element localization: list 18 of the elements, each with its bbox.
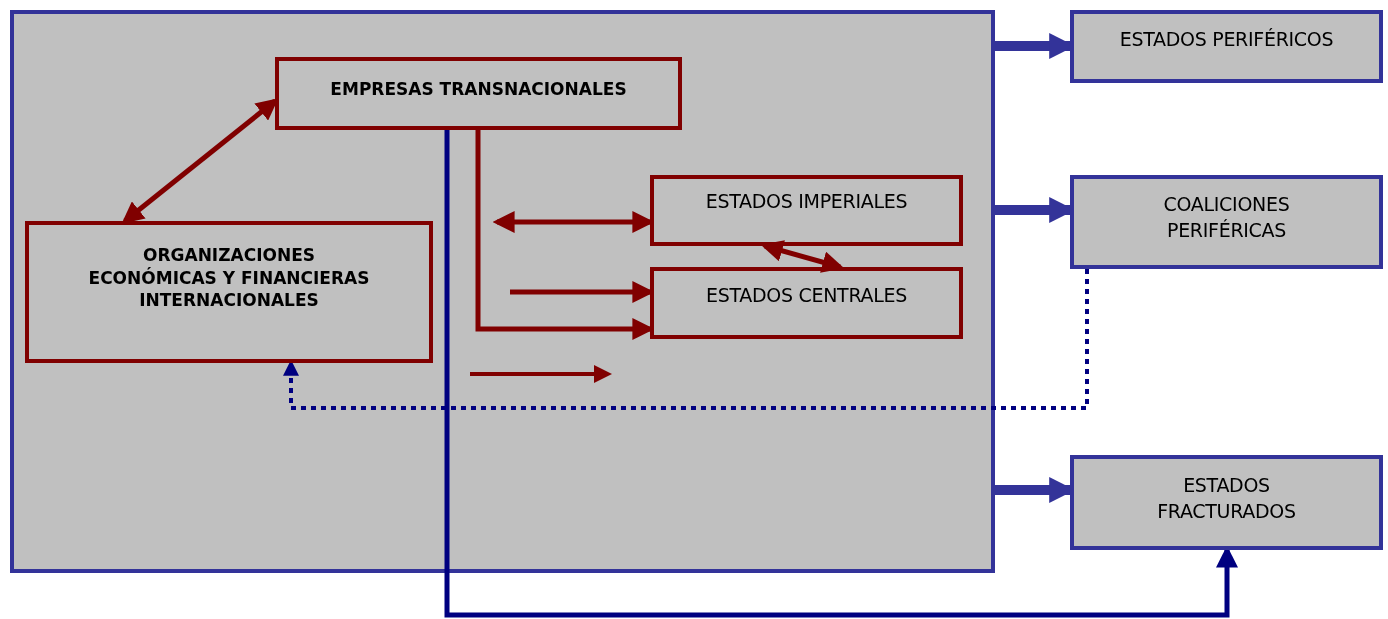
process-box [25, 221, 433, 363]
double-arrow [760, 240, 845, 273]
box-label: EMPRESAS TRANSNACIONALES [330, 78, 627, 102]
process-box [1070, 175, 1383, 269]
process-box [1070, 10, 1383, 83]
container-panel [10, 10, 995, 573]
box-label: ESTADOS CENTRALES [706, 283, 907, 309]
box-label: ESTADOS IMPERIALES [705, 188, 908, 214]
process-box [650, 267, 963, 339]
box-label: ESTADOS PERIFÉRICOS [1119, 26, 1334, 52]
process-box [1070, 455, 1383, 550]
process-box [650, 175, 963, 246]
process-box [275, 57, 682, 130]
box-label: ORGANIZACIONES ECONÓMICAS Y FINANCIERAS INTERNACIONALES [87, 243, 371, 313]
arrow [444, 130, 1238, 618]
box-label: ESTADOS FRACTURADOS [1156, 472, 1297, 524]
dotted-arrow [283, 269, 1089, 410]
box-label: COALICIONES PERIFÉRICAS [1162, 192, 1291, 243]
